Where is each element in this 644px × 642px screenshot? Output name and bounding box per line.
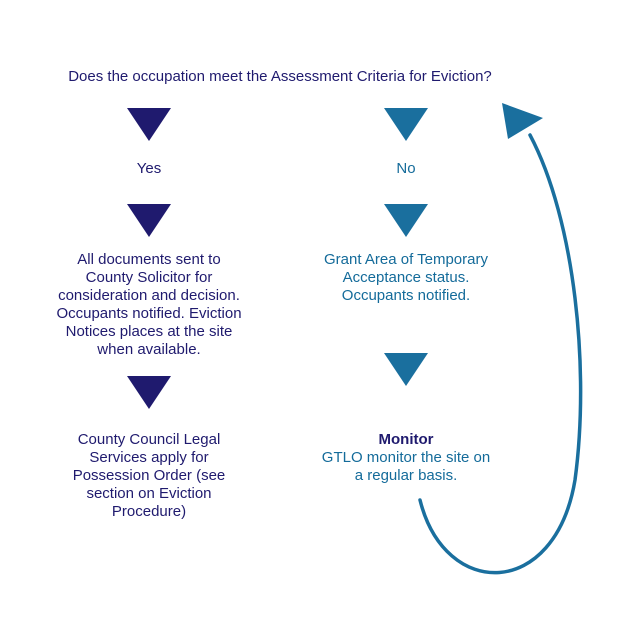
triangle-down-icon <box>127 204 171 237</box>
assessment-question: Does the occupation meet the Assessment … <box>68 68 492 85</box>
loop-back-arrow-icon <box>418 103 583 575</box>
yes-label: Yes <box>136 160 162 177</box>
triangle-down-icon <box>384 204 428 237</box>
yes-step-possession-order: County Council Legal Services apply for … <box>72 431 226 520</box>
yes-step-documents: All documents sent to County Solicitor f… <box>56 251 242 358</box>
triangle-down-icon <box>384 353 428 386</box>
triangle-down-icon <box>384 108 428 141</box>
no-step-temporary-acceptance: Grant Area of Temporary Acceptance statu… <box>324 251 488 304</box>
no-step-monitor: GTLO monitor the site on a regular basis… <box>321 449 491 484</box>
triangle-down-icon <box>127 108 171 141</box>
triangle-down-icon <box>127 376 171 409</box>
no-label: No <box>396 160 416 177</box>
monitor-title: Monitor <box>378 431 434 448</box>
